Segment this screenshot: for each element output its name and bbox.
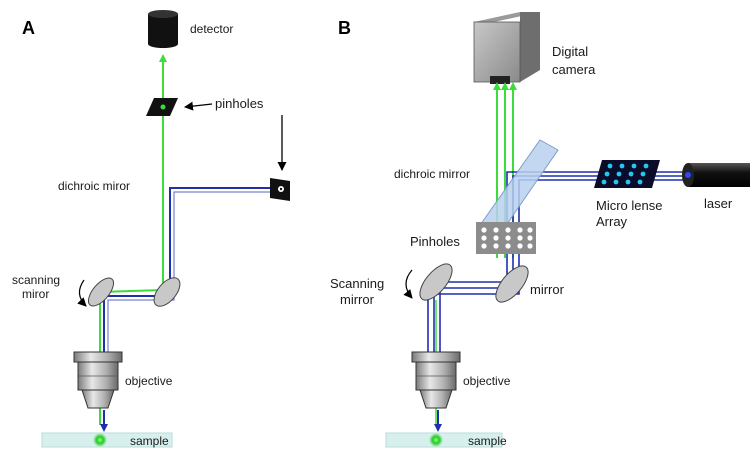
dichroic-label-b: dichroic mirror [394,167,470,181]
pinholes-label-b: Pinholes [410,234,460,249]
scanning-label-b-line2: mirror [340,292,375,307]
dichroic-label-a: dichroic miror [58,179,130,193]
micro-lens-array-icon [594,160,660,188]
objective-label-a: objective [125,374,173,388]
pinhole-array-icon [476,222,536,254]
microlens-label-line2: Array [596,214,628,229]
sample-label-b: sample [468,434,507,448]
mirror-label-b: mirror [530,282,565,297]
digital-camera-icon [473,12,540,84]
scan-rotation-icon-b [403,269,413,299]
microlens-label-line1: Micro lense [596,198,662,213]
scanning-mirror-a [87,277,115,307]
sample-label-a: sample [130,434,169,448]
detector-icon [148,10,178,48]
objective-icon-a [73,351,123,409]
laser-label: laser [704,196,733,211]
mirror-b [495,265,529,303]
objective-icon-b [411,351,461,409]
scanning-mirror-b [419,263,453,301]
pinholes-label-a: pinholes [215,96,264,111]
pinhole-upper-icon [146,98,178,116]
scanning-label-a-line1: scanning [12,273,60,287]
laser-icon [682,163,750,187]
panel-a-letter: A [22,18,35,38]
sample-slide-b [385,432,503,448]
camera-label-line1: Digital [552,44,588,59]
scanning-label-a-line2: miror [22,287,49,301]
sample-spot-a [93,433,107,447]
detector-label: detector [190,22,233,36]
dichroic-mirror-a [153,277,181,307]
objective-label-b: objective [463,374,511,388]
scanning-label-b-line1: Scanning [330,276,384,291]
scan-rotation-icon [77,279,87,307]
pinhole-right-icon [270,178,290,201]
excitation-beam-a [100,187,278,432]
sample-spot-b [429,433,443,447]
pinhole-upper-pointer [184,101,213,111]
panel-b-letter: B [338,18,351,38]
camera-label-line2: camera [552,62,596,77]
